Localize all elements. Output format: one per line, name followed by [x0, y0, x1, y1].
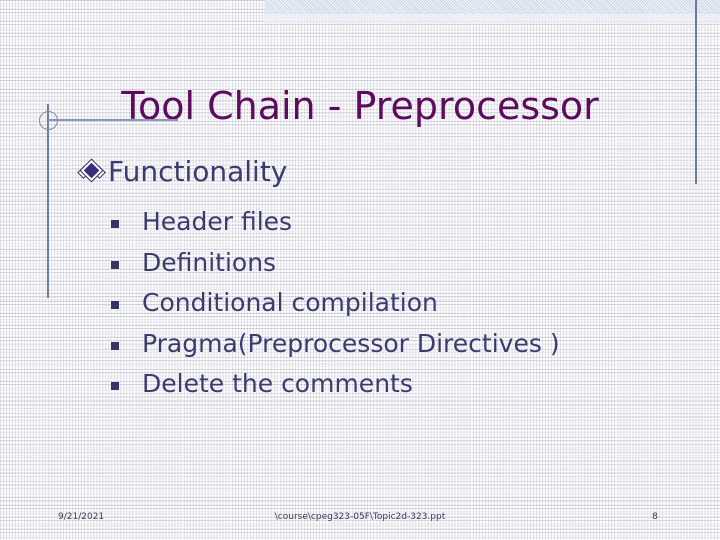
slide-body: Functionality Header files Definitions C… [77, 152, 682, 405]
vertical-accent-rule-icon [695, 0, 697, 184]
bullet-list-level2: Header files Definitions Conditional com… [82, 202, 682, 405]
bullet-item-level2: Delete the comments [111, 364, 682, 405]
square-bullet-icon [111, 301, 119, 310]
bullet-item-level2: Definitions [111, 243, 682, 284]
hatched-band-fade-icon [265, 14, 720, 24]
bullet-item-level1: Functionality [77, 152, 682, 192]
vertical-rule-icon [47, 104, 49, 298]
square-bullet-icon [111, 382, 119, 391]
square-bullet-icon [111, 220, 119, 229]
bullet-level2-label: Pragma(Preprocessor Directives ) [142, 328, 560, 358]
square-bullet-icon [111, 341, 119, 350]
footer-date: 9/21/2021 [58, 512, 105, 522]
bullet-level2-label: Definitions [142, 247, 277, 277]
page-title: Tool Chain - Preprocessor [121, 84, 599, 129]
diamond-bullet-icon [77, 158, 106, 183]
bullet-level2-label: Conditional compilation [142, 288, 438, 318]
bullet-level2-label: Header files [142, 207, 293, 237]
horizontal-rule-icon [48, 119, 178, 121]
footer-file-path: \course\cpeg323-05F\Topic2d-323.ppt [274, 512, 446, 522]
square-bullet-icon [111, 260, 119, 269]
bullet-item-level2: Pragma(Preprocessor Directives ) [111, 324, 682, 365]
bullet-level2-label: Delete the comments [142, 369, 413, 399]
bullet-item-level2: Header files [111, 202, 682, 243]
circle-outline-icon [39, 111, 58, 130]
bullet-item-level2: Conditional compilation [111, 283, 682, 324]
footer-page-number: 8 [652, 512, 658, 522]
bullet-level1-label: Functionality [108, 155, 288, 188]
hatched-band-icon [265, 0, 720, 14]
